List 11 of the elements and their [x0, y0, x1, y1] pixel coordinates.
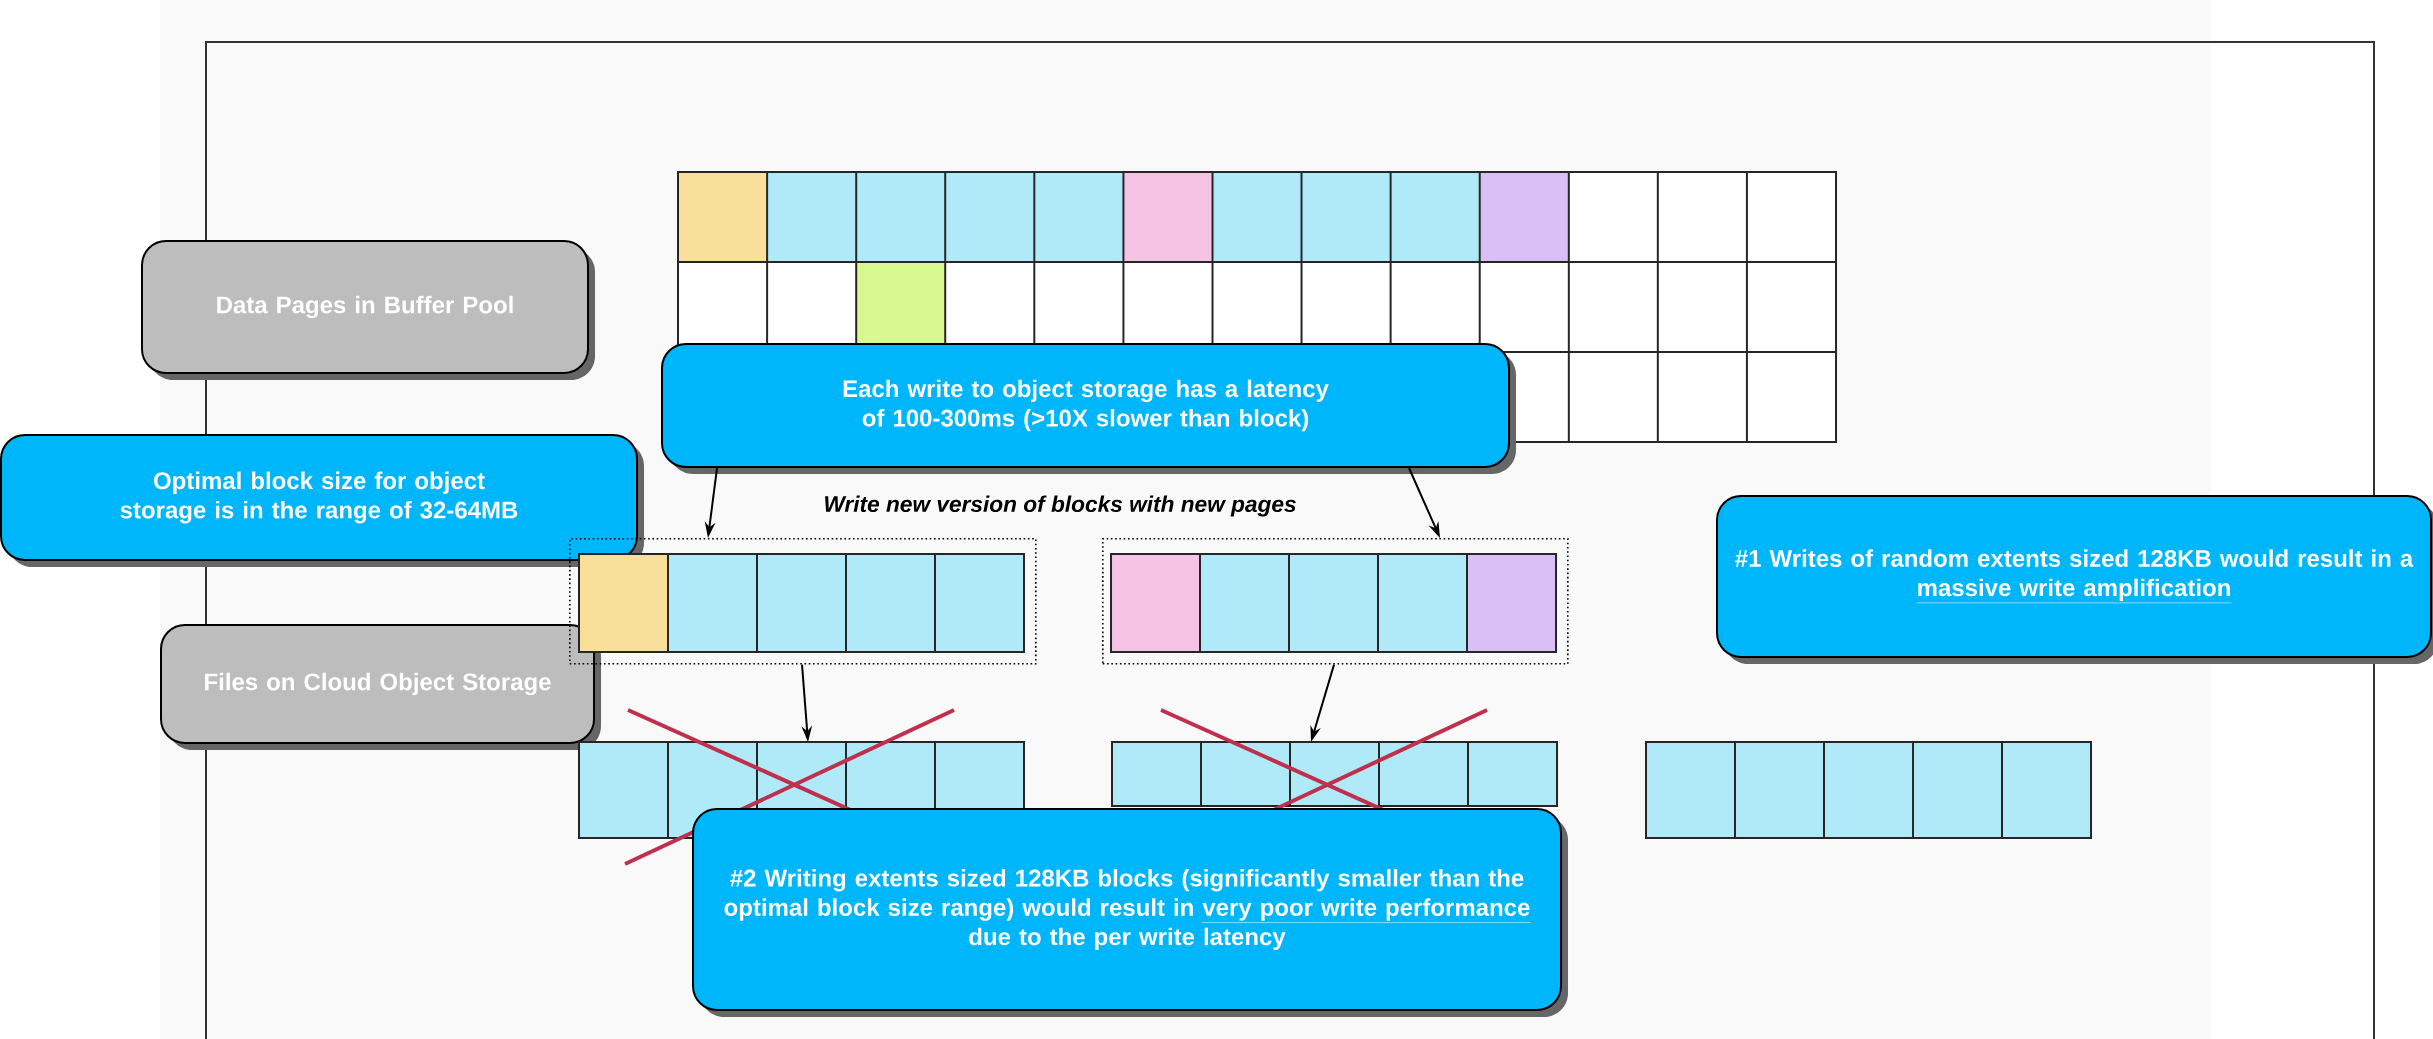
block-group — [1102, 538, 1569, 665]
callout-box: #2 Writing extents sized 128KB blocks (significantly smaller than the optimal block size range) would result in very poor write performance due to the per write latency — [692, 808, 1568, 1017]
callout-box: Each write to object storage has a latency of 100-300ms (>10X slower than block) — [661, 343, 1516, 474]
block-row — [1111, 741, 1558, 807]
block-row — [1645, 741, 2093, 839]
callout-box: #1 Writes of random extents sized 128KB would result in a massive write amplification — [1716, 495, 2433, 664]
label-box: Data Pages in Buffer Pool — [141, 240, 595, 380]
block-group — [569, 538, 1037, 665]
caption-text: Write new version of blocks with new pages — [825, 495, 1296, 517]
label-box: Files on Cloud Object Storage — [160, 624, 601, 750]
callout-box: Optimal block size for object storage is in the range of 32-64MB — [0, 434, 644, 567]
